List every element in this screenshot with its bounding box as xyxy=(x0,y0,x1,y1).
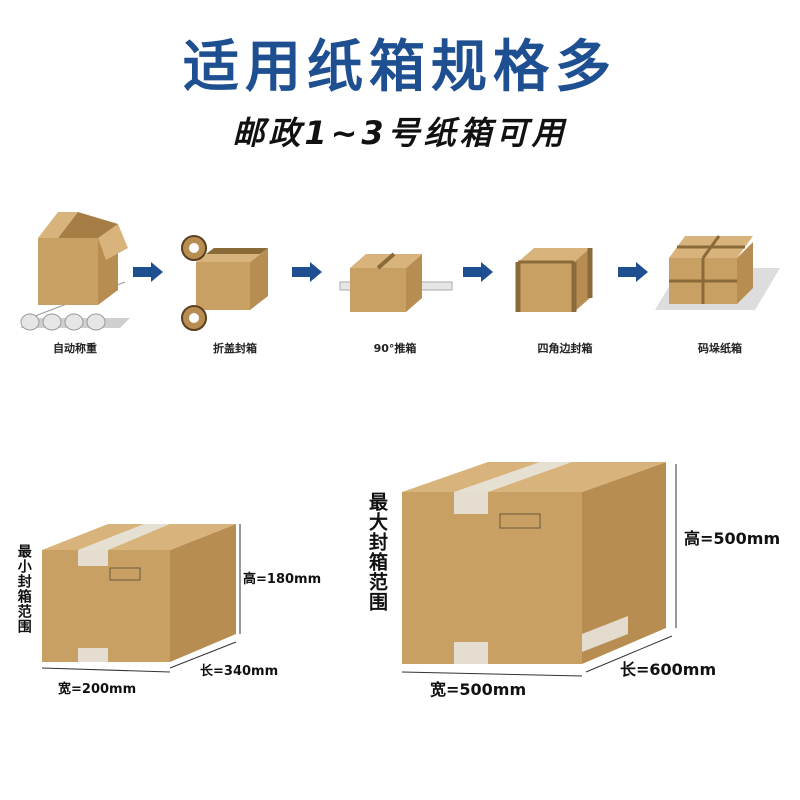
step-label: 90°推箱 xyxy=(373,342,417,355)
push-box-icon xyxy=(339,252,453,312)
min-box-label: 最小封箱范围 xyxy=(15,544,32,634)
min-width-label: 宽=200mm xyxy=(58,682,137,697)
min-length-label: 长=340mm xyxy=(200,664,279,679)
step-fold-seal: 折盖封箱 xyxy=(170,200,300,360)
step-push-90: 90°推箱 xyxy=(330,200,460,360)
step-label: 折盖封箱 xyxy=(213,342,257,355)
step-auto-weighing: 自动称重 xyxy=(10,200,140,360)
step-label: 四角边封箱 xyxy=(537,342,593,355)
box-on-rollers-icon xyxy=(20,212,130,331)
max-height-label: 高=500mm xyxy=(684,529,781,548)
step-label: 自动称重 xyxy=(53,342,97,355)
arrow-right-icon xyxy=(618,262,650,286)
min-height-label: 高=180mm xyxy=(243,572,322,587)
max-box-label: 最大封箱范围 xyxy=(365,492,388,612)
corner-sealed-box-icon xyxy=(515,248,593,312)
arrow-right-icon xyxy=(463,262,495,286)
tape-sealing-box-icon xyxy=(181,235,268,331)
arrow-right-icon xyxy=(292,262,324,286)
step-palletizing: 码垛纸箱 xyxy=(655,200,785,360)
box-size-range: 最小封箱范围 高=180mm 长=340mm 宽=200mm 最大封箱范围 xyxy=(0,430,800,730)
min-box-illustration xyxy=(41,524,241,673)
max-box-illustration xyxy=(401,462,677,677)
arrow-right-icon xyxy=(133,262,165,286)
max-length-label: 长=600mm xyxy=(620,660,717,679)
step-corner-seal: 四角边封箱 xyxy=(500,200,630,360)
step-label: 码垛纸箱 xyxy=(698,342,742,355)
page-subtitle: 邮政1~3号纸箱可用 xyxy=(232,114,568,152)
max-width-label: 宽=500mm xyxy=(430,680,527,699)
page-title: 适用纸箱规格多 xyxy=(183,35,617,100)
stacked-boxes-icon xyxy=(655,235,780,310)
process-flow: 自动称重 折盖封箱 90°推箱 xyxy=(0,200,800,370)
